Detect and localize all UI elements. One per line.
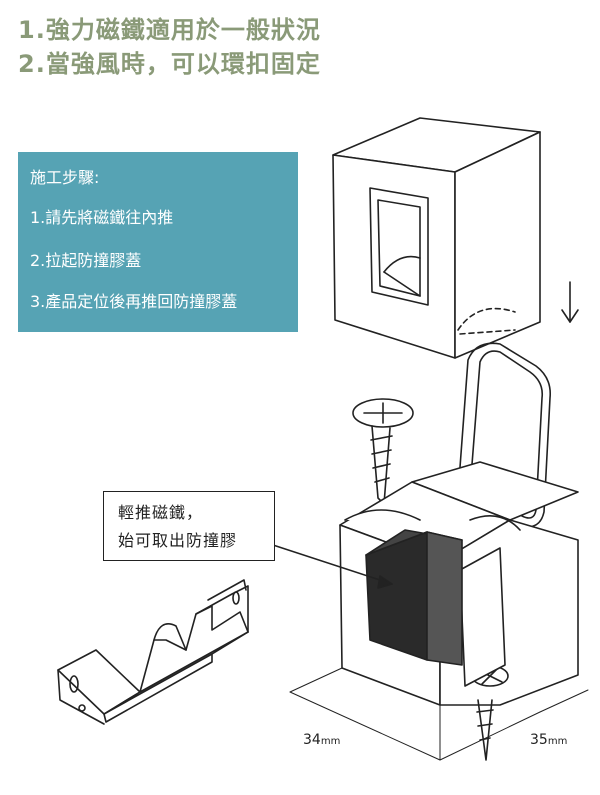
- dimension-depth-value: 35: [530, 732, 548, 748]
- dimension-width-unit: mm: [320, 736, 341, 747]
- down-arrow-icon: [561, 281, 579, 323]
- headline-line-1: 1.強力磁鐵適用於一般狀況: [18, 16, 321, 44]
- callout-arrow: [272, 544, 393, 589]
- dimension-width: 34mm: [303, 732, 340, 748]
- dimension-depth: 35mm: [530, 732, 567, 748]
- magnet: [365, 529, 463, 666]
- headline-line-2: 2.當強風時，可以環扣固定: [18, 50, 321, 78]
- steps-title: 施工步驟:: [30, 168, 100, 187]
- dimension-lines: [289, 667, 589, 761]
- callout-line-1: 輕推磁鐵，: [118, 503, 204, 522]
- ring-clip: [457, 342, 552, 528]
- callout-line-2: 始可取出防撞膠: [118, 531, 238, 550]
- bottom-screw: [476, 699, 494, 761]
- dimension-width-value: 34: [303, 732, 321, 748]
- dimension-depth-unit: mm: [547, 736, 568, 747]
- protective-cover: [332, 117, 541, 359]
- installation-steps-panel: 施工步驟: 1.請先將磁鐵往內推 2.拉起防撞膠蓋 3.產品定位後再推回防撞膠蓋: [18, 152, 298, 332]
- mounting-bracket: [57, 579, 249, 725]
- callout-box: 輕推磁鐵， 始可取出防撞膠: [103, 491, 275, 561]
- step-2: 2.拉起防撞膠蓋: [30, 251, 142, 270]
- step-3: 3.產品定位後再推回防撞膠蓋: [30, 292, 238, 311]
- step-1: 1.請先將磁鐵往內推: [30, 208, 174, 227]
